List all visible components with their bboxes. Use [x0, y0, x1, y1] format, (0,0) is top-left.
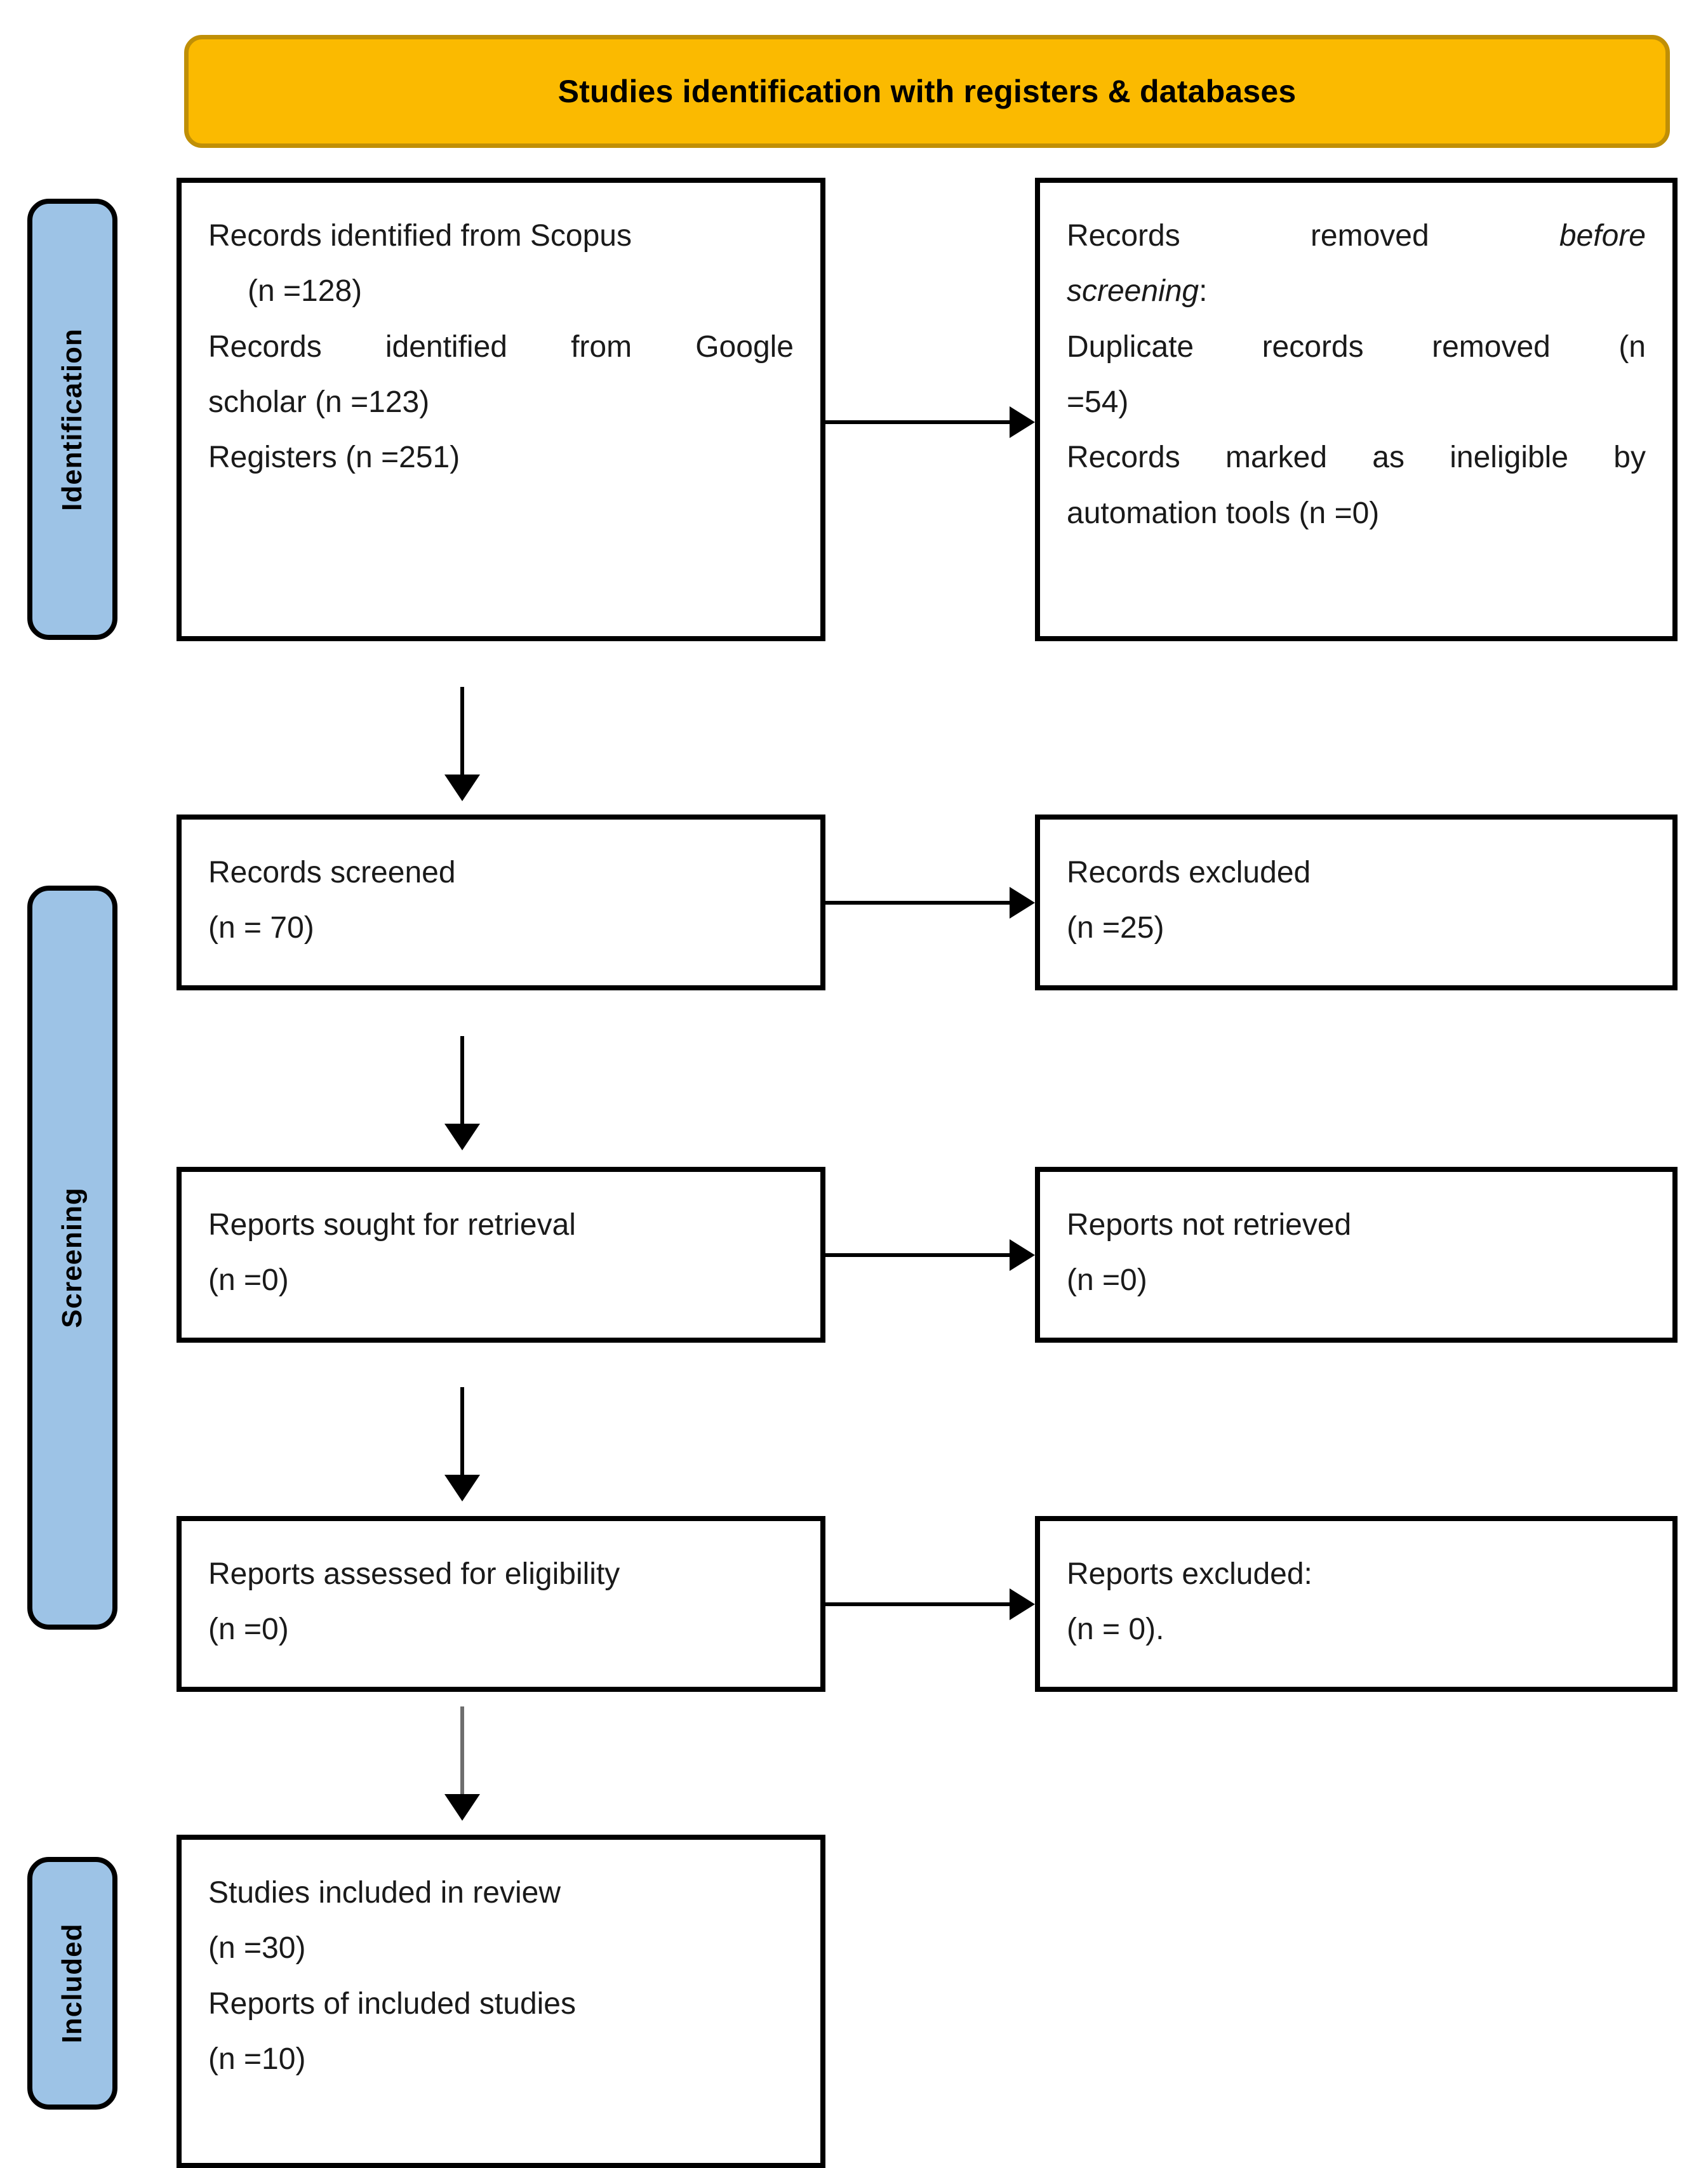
studies-included-label: Studies included in review — [208, 1876, 561, 1910]
records-removed-line-4: =54) — [1067, 385, 1129, 420]
box-records-screened: Records screened (n = 70) — [177, 815, 825, 990]
stage-label-identification-text: Identification — [57, 328, 88, 511]
box-records-identified-content: Records identified from Scopus (n =128) … — [182, 183, 820, 486]
records-removed-line-6: automation tools (n =0) — [1067, 496, 1380, 530]
records-removed-line-3: Duplicate records removed (n — [1067, 329, 1646, 364]
records-removed-line-2: screening: — [1067, 263, 1646, 319]
arrow-identified-to-removed-icon — [825, 403, 1035, 441]
reports-sought-label: Reports sought for retrieval — [208, 1208, 576, 1242]
arrow-identified-to-screened-icon — [444, 687, 480, 801]
records-removed-line-1-italic: before — [1559, 219, 1646, 253]
reports-assessed-count: (n =0) — [208, 1613, 289, 1647]
arrow-head — [444, 1475, 480, 1501]
box-reports-sought-content: Reports sought for retrieval (n =0) — [182, 1172, 820, 1308]
reports-of-included-count: (n =10) — [208, 2042, 306, 2077]
records-screened-label: Records screened — [208, 856, 456, 889]
box-reports-excluded: Reports excluded: (n = 0). — [1035, 1516, 1678, 1692]
records-identified-line-2: (n =128) — [248, 274, 363, 309]
arrow-shaft — [460, 1706, 464, 1794]
arrow-shaft — [825, 1602, 1011, 1606]
arrow-head — [1010, 887, 1035, 919]
stage-label-identification: Identification — [27, 199, 117, 640]
records-screened-count: (n = 70) — [208, 911, 314, 945]
arrow-head — [1010, 1239, 1035, 1271]
records-excluded-count: (n =25) — [1067, 911, 1164, 945]
box-studies-included: Studies included in review (n =30) Repor… — [177, 1835, 825, 2168]
arrow-assessed-to-included-icon — [444, 1706, 480, 1821]
reports-excluded-count: (n = 0). — [1067, 1613, 1164, 1647]
stage-label-included: Included — [27, 1857, 117, 2110]
records-excluded-label: Records excluded — [1067, 856, 1311, 889]
box-records-removed: Records removed before screening: Duplic… — [1035, 178, 1678, 641]
arrow-head — [1010, 1588, 1035, 1620]
reports-assessed-label: Reports assessed for eligibility — [208, 1557, 620, 1591]
records-identified-line-1: Records identified from Scopus — [208, 219, 632, 253]
records-removed-line-1-plain: Records removed — [1067, 219, 1559, 253]
records-removed-line-1: Records removed before — [1067, 208, 1646, 263]
reports-sought-count: (n =0) — [208, 1263, 289, 1298]
records-removed-line-2-plain: : — [1199, 274, 1208, 309]
stage-label-screening-text: Screening — [57, 1187, 88, 1328]
reports-excluded-label: Reports excluded: — [1067, 1557, 1312, 1591]
box-records-identified: Records identified from Scopus (n =128) … — [177, 178, 825, 641]
arrow-head — [444, 1794, 480, 1821]
arrow-shaft — [460, 1036, 464, 1124]
records-removed-line-5: Records marked as ineligible by — [1067, 441, 1646, 475]
arrow-screened-to-sought-icon — [444, 1036, 480, 1150]
box-records-excluded: Records excluded (n =25) — [1035, 815, 1678, 990]
arrow-shaft — [825, 420, 1011, 424]
arrow-shaft — [825, 1253, 1011, 1257]
box-reports-assessed-content: Reports assessed for eligibility (n =0) — [182, 1521, 820, 1658]
box-reports-assessed: Reports assessed for eligibility (n =0) — [177, 1516, 825, 1692]
studies-included-count: (n =30) — [208, 1931, 306, 1965]
box-reports-excluded-content: Reports excluded: (n = 0). — [1040, 1521, 1672, 1658]
box-records-removed-content: Records removed before screening: Duplic… — [1040, 183, 1672, 541]
stage-label-screening: Screening — [27, 886, 117, 1630]
arrow-shaft — [460, 687, 464, 775]
box-records-excluded-content: Records excluded (n =25) — [1040, 820, 1672, 956]
arrow-screened-to-excluded-icon — [825, 884, 1035, 922]
arrow-shaft — [460, 1387, 464, 1475]
box-reports-sought: Reports sought for retrieval (n =0) — [177, 1167, 825, 1343]
reports-not-retrieved-count: (n =0) — [1067, 1263, 1147, 1298]
diagram-title: Studies identification with registers & … — [557, 74, 1297, 109]
arrow-head — [444, 1124, 480, 1150]
arrow-head — [1010, 406, 1035, 438]
arrow-assessed-to-reports-excluded-icon — [825, 1585, 1035, 1623]
stage-label-included-text: Included — [57, 1923, 88, 2044]
box-reports-not-retrieved-content: Reports not retrieved (n =0) — [1040, 1172, 1672, 1308]
diagram-header-banner: Studies identification with registers & … — [184, 35, 1670, 148]
records-identified-line-3: Records identified from Google — [208, 329, 794, 364]
records-identified-line-4: scholar (n =123) — [208, 385, 430, 420]
arrow-shaft — [825, 901, 1011, 905]
reports-of-included-label: Reports of included studies — [208, 1986, 576, 2021]
records-removed-line-2-italic: screening — [1067, 274, 1199, 309]
arrow-sought-to-not-retrieved-icon — [825, 1236, 1035, 1274]
box-records-screened-content: Records screened (n = 70) — [182, 820, 820, 956]
box-studies-included-content: Studies included in review (n =30) Repor… — [182, 1840, 820, 2087]
arrow-head — [444, 775, 480, 801]
box-reports-not-retrieved: Reports not retrieved (n =0) — [1035, 1167, 1678, 1343]
reports-not-retrieved-label: Reports not retrieved — [1067, 1208, 1352, 1242]
records-identified-line-5: Registers (n =251) — [208, 441, 460, 475]
arrow-sought-to-assessed-icon — [444, 1387, 480, 1501]
